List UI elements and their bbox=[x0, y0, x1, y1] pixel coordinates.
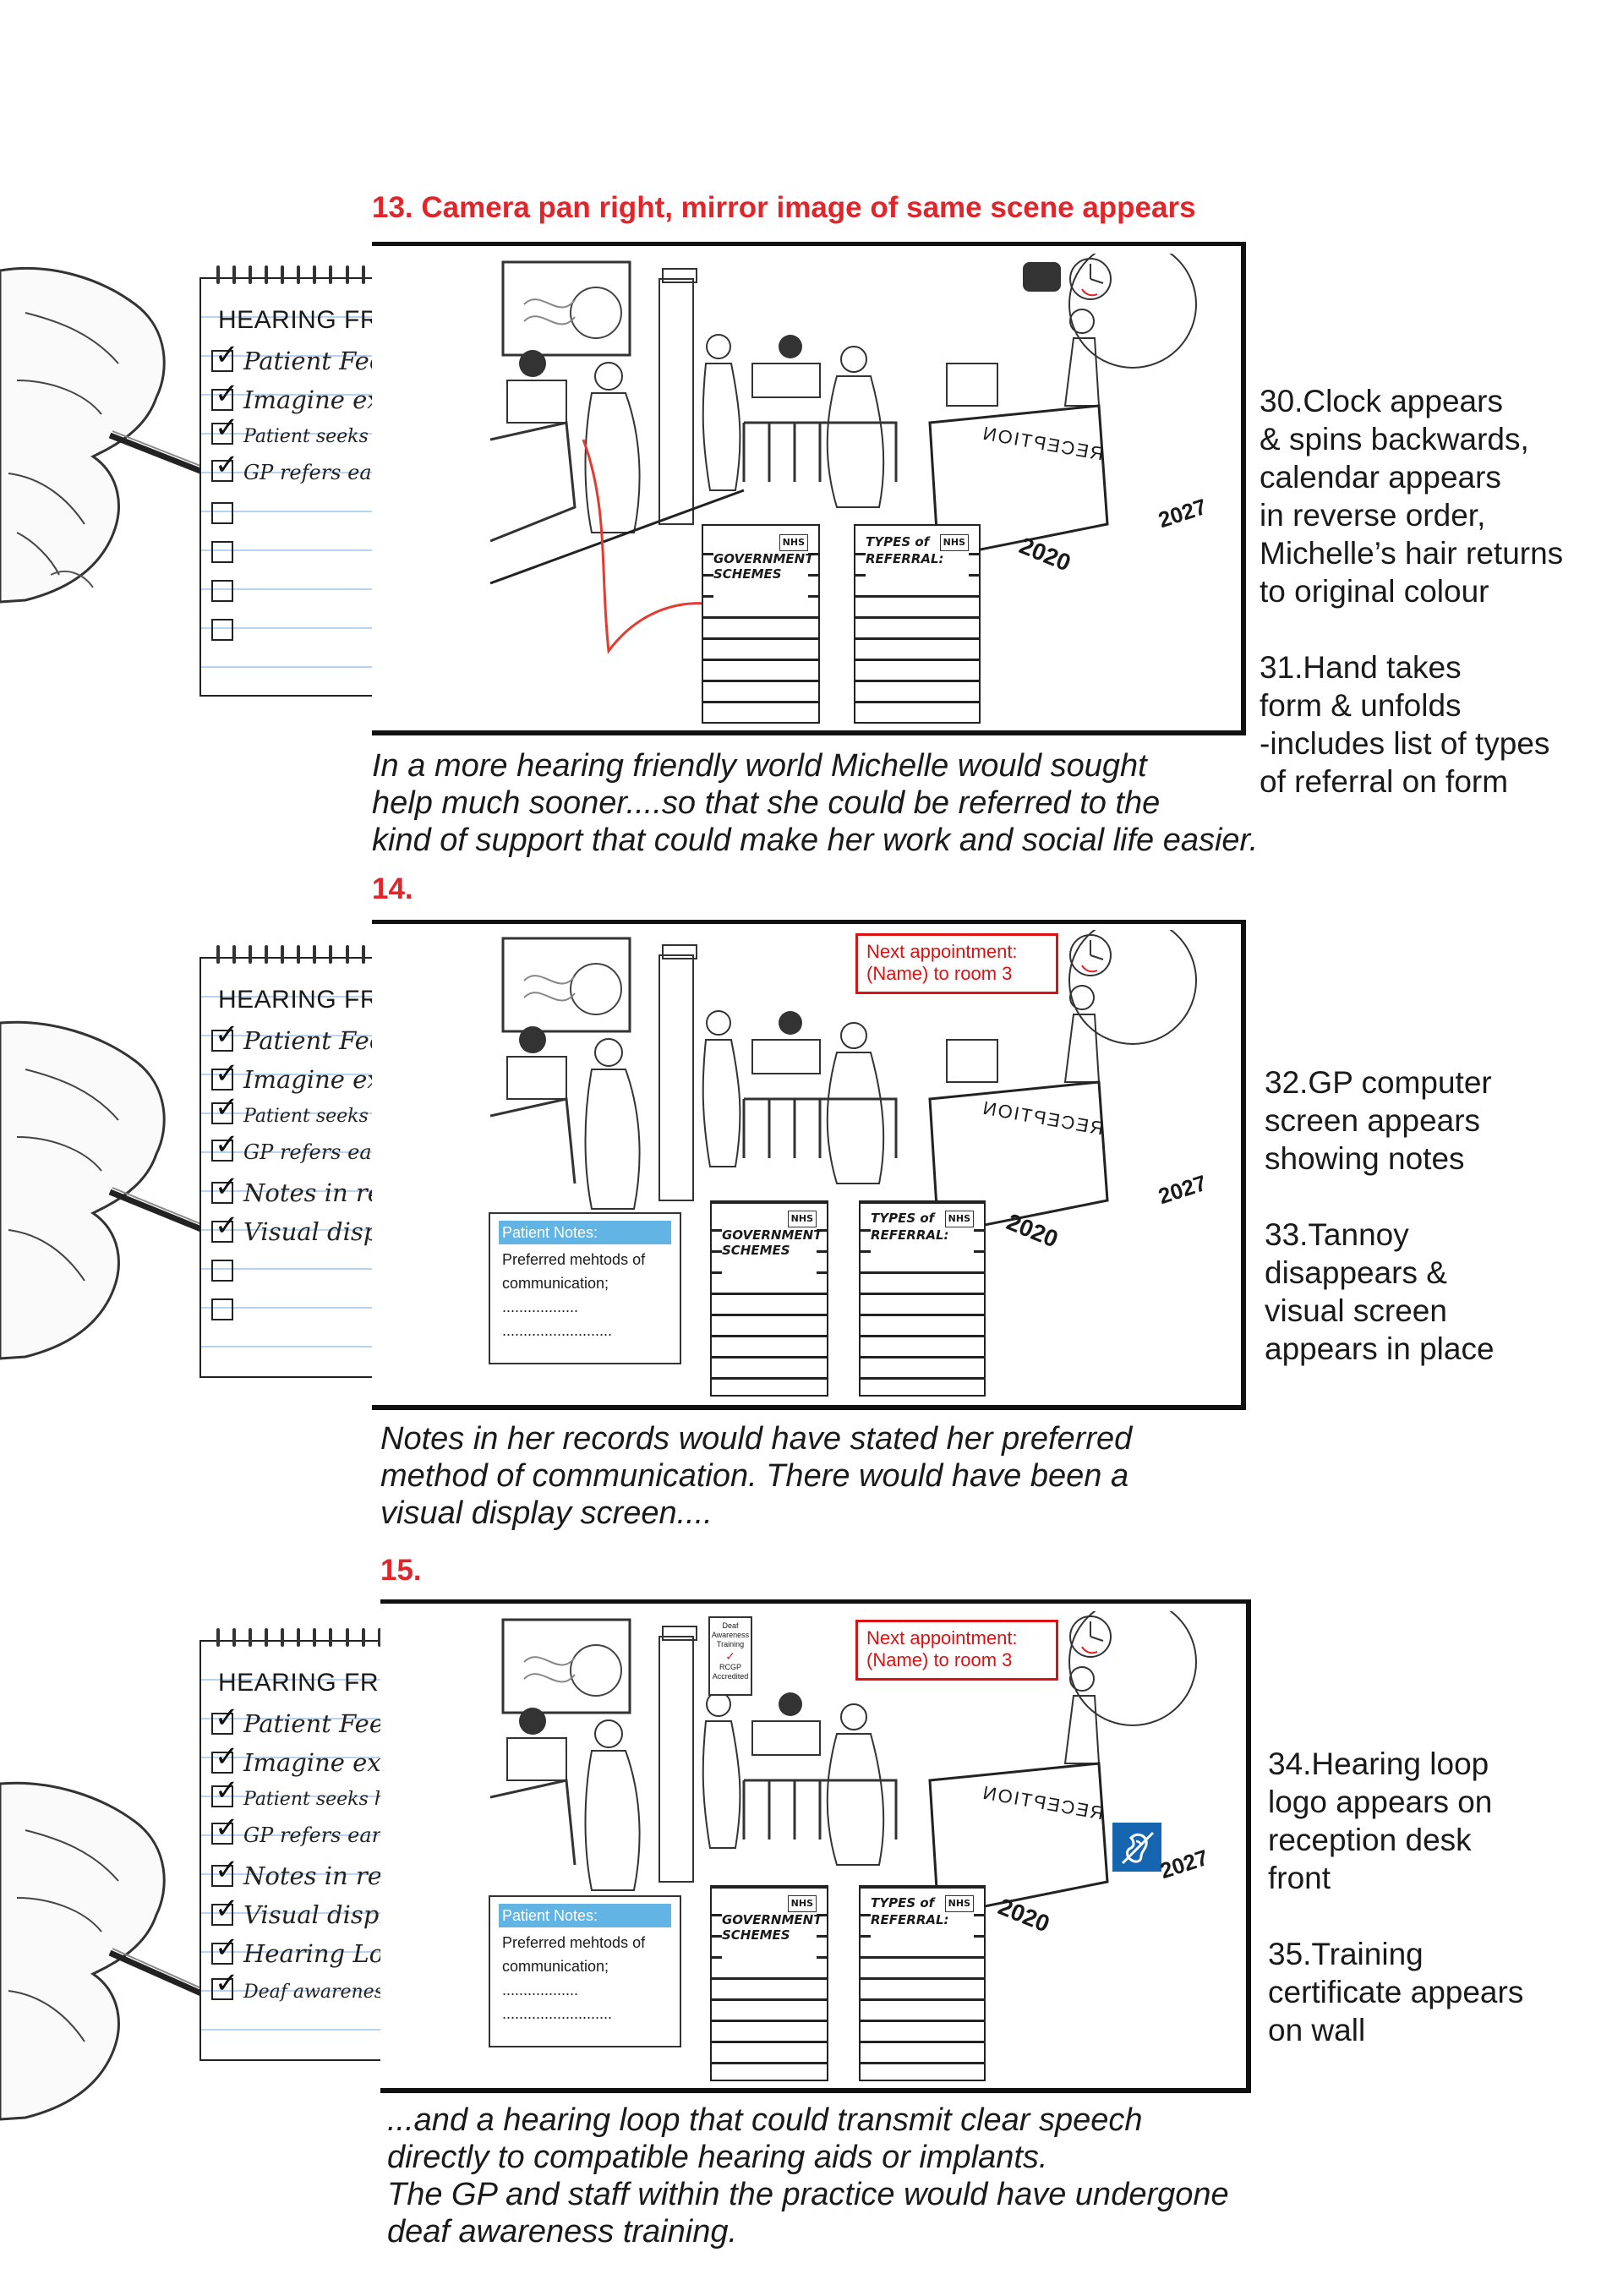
waiting-room-illustration bbox=[490, 1611, 1197, 1917]
checklist-item: GP refers early bbox=[211, 1128, 399, 1164]
scene-13-heading: 13. Camera pan right, mirror image of sa… bbox=[372, 191, 1196, 224]
check-icon: ✓ bbox=[725, 1649, 735, 1663]
waiting-room-illustration bbox=[490, 930, 1197, 1236]
checklist-item bbox=[211, 1256, 243, 1285]
hearing-loop-icon bbox=[1112, 1823, 1161, 1872]
checklist-item bbox=[211, 1295, 243, 1324]
checklist-item: GP refers early bbox=[211, 1811, 399, 1847]
checklist-item bbox=[211, 615, 243, 644]
scene-13-notes: 30.Clock appears& spins backwards,calend… bbox=[1260, 384, 1564, 799]
hand-with-pen-illustration bbox=[0, 1020, 226, 1360]
checklist-item bbox=[211, 499, 243, 528]
checklist-item bbox=[211, 538, 243, 566]
checklist-item bbox=[211, 577, 243, 605]
patient-notes-screen: Patient Notes: Preferred mehtods of comm… bbox=[489, 1895, 681, 2047]
scene-13-caption: In a more hearing friendly world Michell… bbox=[372, 748, 1259, 858]
checklist-item: GP refers early bbox=[211, 448, 399, 484]
training-certificate: Deaf Awareness Training ✓ RCGP Accredite… bbox=[708, 1616, 752, 1696]
scene-14-heading: 14. bbox=[372, 872, 413, 905]
next-appointment-display: Next appointment:(Name) to room 3 bbox=[855, 1620, 1058, 1681]
hand-with-pen-illustration bbox=[0, 1781, 226, 2121]
scene-14-caption: Notes in her records would have stated h… bbox=[380, 1421, 1133, 1531]
scene-15-heading: 15. bbox=[380, 1554, 422, 1587]
patient-notes-screen: Patient Notes: Preferred mehtods of comm… bbox=[489, 1212, 681, 1364]
hand-with-pen-illustration bbox=[0, 266, 226, 604]
next-appointment-display: Next appointment:(Name) to room 3 bbox=[855, 933, 1058, 994]
scene-15-caption: ...and a hearing loop that could transmi… bbox=[387, 2102, 1229, 2250]
